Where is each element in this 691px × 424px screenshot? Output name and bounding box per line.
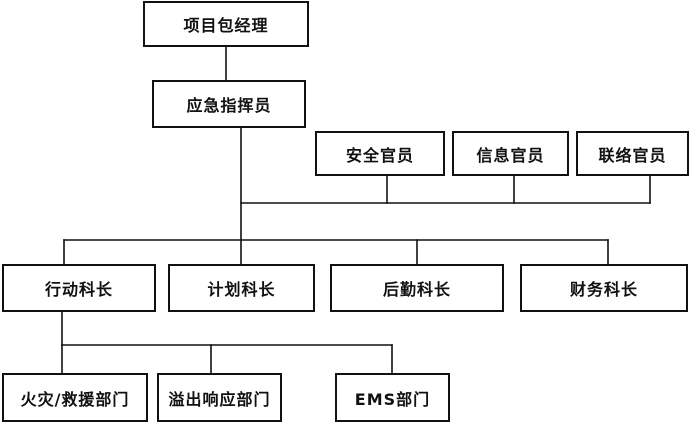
node-label: 火灾/救援部门 [20,389,130,409]
node-label: 行动科长 [44,280,113,299]
node-operations-chief: 行动科长 [2,264,156,312]
node-project-manager: 项目包经理 [143,1,309,47]
node-spill-response-branch: 溢出响应部门 [157,373,282,422]
node-fire-rescue-branch: 火灾/救援部门 [2,373,148,422]
node-label: 应急指挥员 [186,96,272,115]
node-liaison-officer: 联络官员 [576,131,689,176]
node-logistics-chief: 后勤科长 [330,264,504,312]
node-label: 联络官员 [598,145,667,165]
node-label: 财务科长 [569,280,638,299]
node-incident-commander: 应急指挥员 [152,80,306,128]
node-information-officer: 信息官员 [452,131,569,176]
node-label: 溢出响应部门 [168,389,271,409]
node-finance-chief: 财务科长 [520,264,688,312]
node-ems-branch: EMS部门 [335,373,450,422]
node-label: 后勤科长 [382,280,451,299]
node-label: 计划科长 [207,280,276,299]
node-safety-officer: 安全官员 [315,131,445,176]
node-planning-chief: 计划科长 [168,264,315,312]
node-label: 安全官员 [345,145,414,165]
node-label: 信息官员 [476,145,545,165]
node-label: 项目包经理 [183,16,269,35]
node-label: EMS部门 [354,389,431,409]
